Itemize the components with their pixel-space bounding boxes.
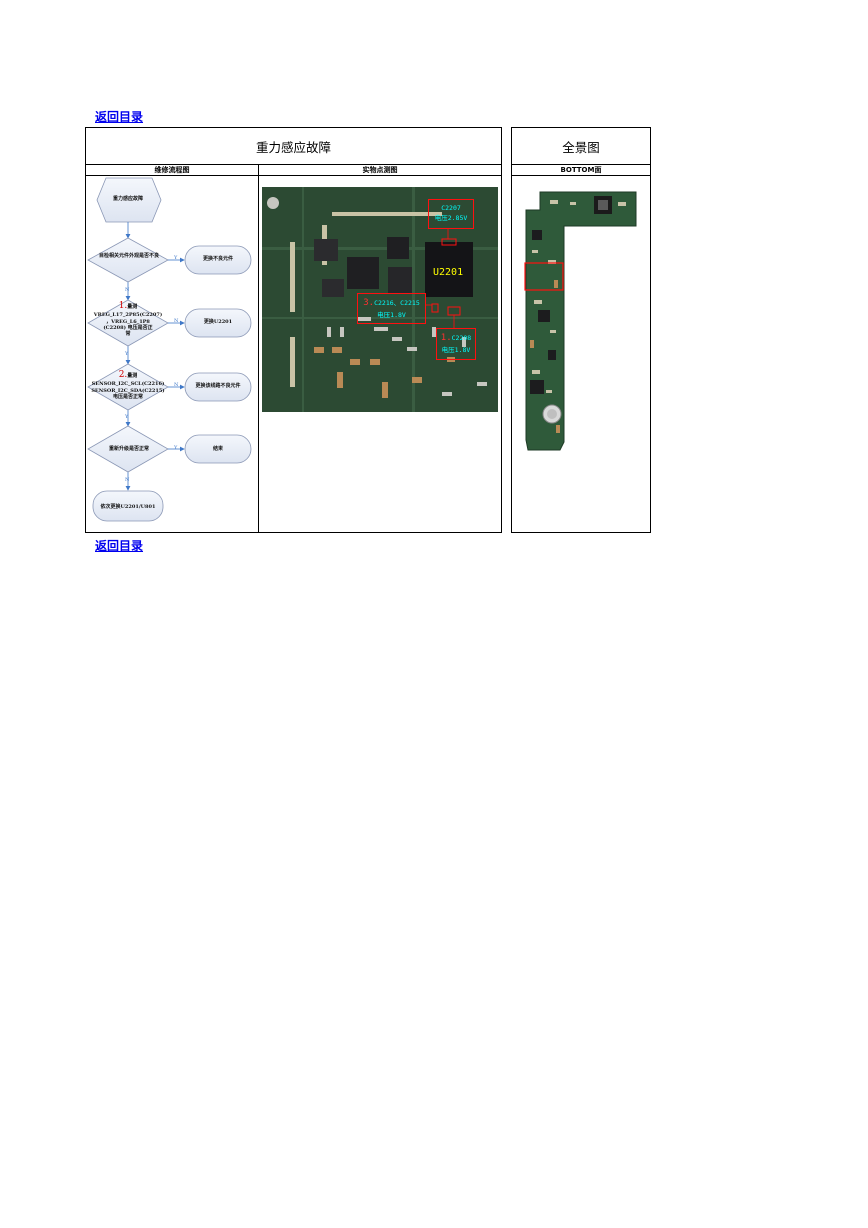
flow-q4-yes-text: 结束 (185, 446, 251, 452)
flow-q2-number: 1. (119, 301, 128, 311)
flow-q1-text: 目检相关元件外观是否不良 (94, 253, 164, 259)
flow-yes-label-4: Y (174, 445, 177, 451)
flowchart (86, 176, 258, 532)
flow-q2-line-c: ，VREG_L6_1P8 (106, 319, 150, 325)
annotation-c2207-voltage: 电压2.85V (435, 214, 468, 222)
flow-q3-text: 2.量测 SENSOR_I2C_SCL(C2216) SENSOR_I2C_SD… (86, 370, 170, 400)
flow-q2-line-d: (C2208) 电压是否正 (103, 325, 152, 331)
annotation-c2216-name: C2216、C2215 (374, 299, 420, 307)
flow-no-label-3: N (174, 382, 178, 388)
flow-no-label-1: N (125, 287, 129, 293)
annotation-c2207-name: C2207 (441, 204, 461, 212)
flow-no-label-4: N (125, 477, 129, 483)
annotation-c2208-voltage: 电压1.8V (442, 346, 471, 354)
chip-label-u2201: U2201 (433, 267, 463, 278)
flow-no-label-2: N (174, 318, 178, 324)
flow-start-text: 重力感应故障 (101, 196, 155, 202)
annotation-c2208-name: C2208 (452, 334, 472, 342)
flow-q3-line-d: 电压是否正常 (113, 394, 143, 400)
annotation-c2216-number: 3. (363, 298, 374, 308)
annotation-c2208-text: 1.C2208 电压1.8V (436, 332, 476, 355)
flow-q2-text: 1.量测 VREG_L17_2P85(C2207) ，VREG_L6_1P8 (… (86, 301, 170, 337)
annotation-c2207-text: C2207 电压2.85V (428, 204, 474, 224)
flow-q3-number: 2. (119, 370, 128, 380)
flow-q2-no-text: 更换U2201 (185, 319, 251, 325)
main-table-title: 重力感应故障 (85, 127, 502, 165)
annotation-c2216-c2215-text: 3.C2216、C2215 电压1.8V (357, 297, 426, 320)
annotation-c2216-voltage: 电压1.8V (377, 311, 406, 319)
back-to-toc-link-top[interactable]: 返回目录 (95, 108, 143, 125)
flow-yes-label-1: Y (174, 255, 177, 261)
flow-q2-line-b: VREG_L17_2P85(C2207) (94, 312, 162, 318)
annotation-c2208-number: 1. (441, 333, 452, 343)
flow-q2-line-a: 量测 (127, 304, 137, 310)
flow-q2-line-e: 常 (125, 331, 130, 337)
flow-q3-line-b: SENSOR_I2C_SCL(C2216) (92, 381, 165, 387)
flow-yes-label-3: Y (125, 414, 128, 420)
flow-end-text: 依次更换U2201/U801 (93, 504, 163, 510)
flow-q1-yes-text: 更换不良元件 (185, 256, 251, 262)
flow-q4-text: 重新升级是否正常 (94, 446, 164, 452)
flow-yes-label-2: Y (125, 351, 128, 357)
flow-decision-1 (88, 238, 168, 282)
flow-q3-line-c: SENSOR_I2C_SDA(C2215) (91, 388, 164, 394)
flow-q3-no-text: 更换该线路不良元件 (185, 383, 251, 389)
pcb-overview-photo (520, 190, 645, 455)
back-to-toc-link-bottom[interactable]: 返回目录 (95, 537, 143, 554)
flow-q3-line-a: 量测 (127, 373, 137, 379)
side-table-title: 全景图 (511, 127, 651, 165)
